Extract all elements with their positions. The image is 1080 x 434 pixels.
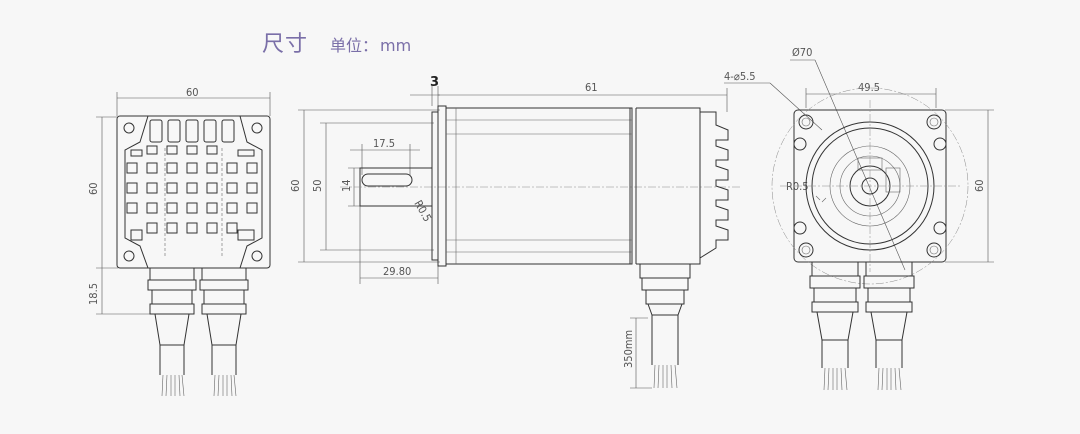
dim-hole-spacing: 49.5 — [858, 81, 880, 94]
front-view: 60 60 18.5 — [87, 86, 271, 397]
dim-body-length: 61 — [585, 81, 598, 94]
dim-front-height: 60 — [87, 182, 100, 195]
dim-end-height: 60 — [973, 179, 986, 192]
dim-mount-holes: 4-⌀5.5 — [724, 70, 756, 83]
dim-side-height: 60 — [289, 179, 302, 192]
unit-label: 单位： — [330, 36, 379, 55]
dim-radius: R0.5 — [786, 180, 809, 193]
header: 尺寸 单位： mm — [262, 26, 411, 58]
end-view: Ø70 4-⌀5.5 49.5 60 R0.5 — [724, 46, 994, 391]
side-view: 3 61 60 50 14 17.5 R0.5 29.80 — [289, 75, 740, 389]
dim-bolt-circle: Ø70 — [792, 46, 812, 59]
page-title: 尺寸 — [262, 32, 309, 57]
dim-front-width: 60 — [186, 86, 199, 99]
dim-shaft-diameter: 14 — [340, 179, 353, 192]
dim-key-length: 17.5 — [373, 137, 395, 150]
dim-connector-length: 18.5 — [87, 283, 100, 305]
dim-cable-length: 350mm — [622, 330, 635, 368]
dim-shaft-length: 29.80 — [383, 265, 411, 278]
unit-value: mm — [380, 36, 412, 55]
dim-pilot-diameter: 50 — [311, 179, 324, 192]
dim-flange-thickness: 3 — [430, 75, 439, 90]
dim-chamfer: R0.5 — [411, 198, 434, 224]
